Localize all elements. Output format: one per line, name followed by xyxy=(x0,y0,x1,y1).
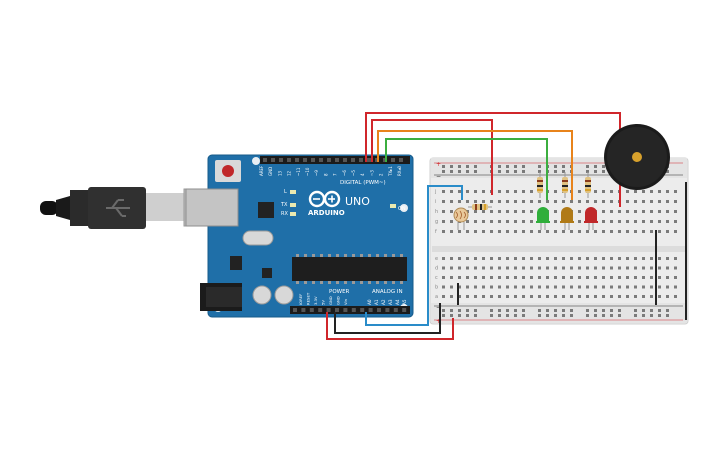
power-pin-label: 5V xyxy=(321,300,326,305)
rail-sign: − xyxy=(436,173,441,180)
rail-sign: + xyxy=(436,318,441,325)
rx-label: RX xyxy=(281,211,288,217)
wire-red-gnd xyxy=(326,312,454,340)
rx-led xyxy=(290,212,296,216)
pin-label: AREF xyxy=(259,165,264,176)
photoresistor[interactable] xyxy=(453,207,469,230)
pin-label: ~6 xyxy=(342,170,347,176)
row-letter: i xyxy=(435,199,436,205)
power-analog-header[interactable] xyxy=(290,306,410,314)
pin-label: ~11 xyxy=(296,167,301,176)
rail-sign: − xyxy=(436,304,441,311)
analog-pin-label: A5 xyxy=(402,299,407,305)
arduino-uno-board[interactable]: L TX RX ON DIGITAL (PWM~) POWER ANALOG I… xyxy=(185,154,414,318)
usb-icon xyxy=(106,199,130,217)
uno-model: UNO xyxy=(345,195,370,208)
on-label: ON xyxy=(398,206,406,212)
row-letter: c xyxy=(435,275,438,281)
pin-label: TX▸1 xyxy=(388,166,393,177)
analog-pin-label: A3 xyxy=(388,299,393,305)
wire-black xyxy=(334,303,441,334)
row-letter: a xyxy=(435,294,438,300)
power-label: POWER xyxy=(329,289,350,295)
power-pin-label: GND xyxy=(336,296,341,305)
pin-label: RX◂0 xyxy=(397,165,402,176)
l-label: L xyxy=(284,189,287,195)
usb-port xyxy=(185,188,239,227)
l-led xyxy=(290,190,296,194)
pin-label: 12 xyxy=(287,170,292,176)
analog-pin-label: A2 xyxy=(381,299,386,305)
power-pin-label: Vin xyxy=(343,298,348,305)
wire-blue-a0 xyxy=(365,185,463,326)
pin-label: 7 xyxy=(333,173,338,176)
analog-label: ANALOG IN xyxy=(372,289,403,295)
row-letter: j xyxy=(434,189,436,195)
power-pin-label: GND xyxy=(328,296,333,305)
arduino-logo-icon xyxy=(308,190,341,208)
pin-label: ~3 xyxy=(369,170,374,176)
rail-sign: + xyxy=(436,161,441,168)
tx-led xyxy=(290,203,296,207)
wire-green xyxy=(385,138,548,200)
analog-pin-label: A1 xyxy=(374,299,379,305)
row-letter: b xyxy=(435,285,438,291)
resistor-horizontal[interactable] xyxy=(468,204,492,210)
power-pin-label: RESET xyxy=(306,292,311,305)
on-led xyxy=(390,204,396,208)
row-letter: h xyxy=(435,209,438,215)
arduino-brand: ARDUINO xyxy=(308,209,345,217)
pin-label: 8 xyxy=(323,173,328,176)
pin-label: GND xyxy=(268,167,273,176)
resistor[interactable] xyxy=(562,172,568,198)
power-pin-label: IOREF xyxy=(298,294,303,305)
row-letter: f xyxy=(435,229,437,235)
digital-label: DIGITAL (PWM~) xyxy=(340,180,386,186)
piezo-buzzer[interactable] xyxy=(604,124,670,190)
wire-orange xyxy=(377,130,573,200)
led-red[interactable] xyxy=(584,207,598,230)
pin-label: 13 xyxy=(277,170,282,176)
row-letter: g xyxy=(435,219,438,225)
analog-pin-label: A0 xyxy=(367,299,372,305)
pin-label: 2 xyxy=(379,173,384,176)
power-pin-label: 3.3V xyxy=(313,296,318,305)
led-yellow[interactable] xyxy=(560,207,574,230)
row-letter: d xyxy=(435,266,438,272)
resistor[interactable] xyxy=(537,172,543,198)
led-green[interactable] xyxy=(536,207,550,230)
analog-pin-label: A4 xyxy=(395,299,400,305)
pin-label: ~10 xyxy=(305,167,310,176)
microcontroller-chip xyxy=(292,257,407,281)
row-letter: e xyxy=(435,256,438,262)
pin-label: ~5 xyxy=(351,170,356,176)
wire-red-2 xyxy=(371,119,493,195)
resistor[interactable] xyxy=(585,172,591,198)
pin-label: ~9 xyxy=(314,170,319,176)
tx-label: TX xyxy=(280,202,288,208)
pin-label: 4 xyxy=(360,173,365,176)
